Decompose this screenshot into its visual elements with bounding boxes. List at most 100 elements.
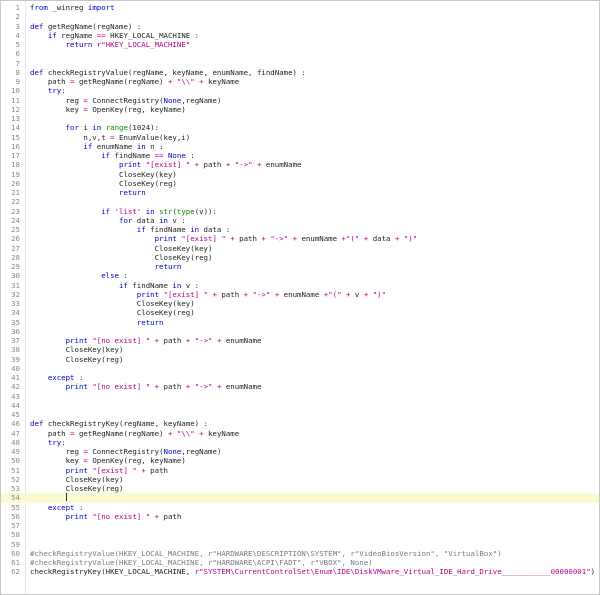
code-token: return [65,40,93,49]
code-line[interactable]: 12 key = OpenKey(reg, keyName) [1,105,599,114]
code-text: print "[exist] " + path [30,466,168,475]
line-number: 48 [11,437,20,447]
code-text: except : [30,373,84,382]
line-number: 57 [11,521,20,530]
code-line[interactable]: 20 CloseKey(reg) [1,179,599,188]
line-number: 29 [11,262,20,271]
code-line[interactable]: 36 [1,327,599,336]
code-line[interactable]: 33 CloseKey(key) [1,299,599,308]
code-token: + [341,234,346,244]
code-token: try [47,86,62,96]
code-line[interactable]: 45 [1,410,599,419]
code-line[interactable]: 39 CloseKey(reg) [1,355,599,364]
code-token: + [225,160,231,170]
code-line[interactable]: 57 [1,521,599,530]
code-text: try: [30,438,66,447]
code-line[interactable]: 24 for data in v : [1,216,599,225]
code-line[interactable]: 54 [1,493,599,503]
code-token: range [105,123,128,133]
code-line[interactable]: 6 [1,49,599,58]
code-token: ( [172,206,177,216]
line-number: 37 [11,336,20,345]
code-line[interactable]: 27 CloseKey(key) [1,244,599,253]
code-line[interactable]: 16 if enumName in n : [1,142,599,151]
code-token: + [230,234,235,244]
code-line[interactable]: 43 [1,392,599,401]
code-line[interactable]: 41 except : [1,373,599,382]
code-line[interactable]: 35 return [1,318,599,327]
code-line[interactable]: 7 [1,59,599,68]
code-token: if [101,151,111,160]
code-token: + [141,465,146,475]
code-line[interactable]: 23 if 'list' in str(type(v)): [1,207,599,216]
code-line[interactable]: 30 else : [1,271,599,280]
code-line[interactable]: 60#checkRegistryValue(HKEY_LOCAL_MACHINE… [1,549,599,558]
code-line[interactable]: 25 if findName in data : [1,225,599,234]
code-line[interactable]: 49 reg = ConnectRegistry(None,regName) [1,447,599,456]
code-line[interactable]: 34 CloseKey(reg) [1,308,599,317]
code-token: checkRegistryKey(regName, keyName) : [47,419,208,429]
code-line[interactable]: 9 path = getRegName(regName) + "\\" + ke… [1,77,599,86]
code-token: "[no exist] " [92,336,151,345]
code-line[interactable]: 31 if findName in v : [1,281,599,290]
line-number: 41 [11,373,20,382]
code-line[interactable]: 37 print "[no exist] " + path + "->" + e… [1,336,599,345]
code-line[interactable]: 21 return [1,188,599,197]
code-line[interactable]: 61#checkRegistryValue(HKEY_LOCAL_MACHINE… [1,558,599,567]
code-line[interactable]: 17 if findName == None : [1,151,599,160]
code-line[interactable]: 26 print "[exist] " + path + "->" + enum… [1,234,599,243]
code-line[interactable]: 58 [1,530,599,539]
code-line[interactable]: 44 [1,401,599,410]
code-token: + [199,77,204,86]
code-line[interactable]: 13 [1,114,599,123]
code-line[interactable]: 28 CloseKey(reg) [1,253,599,262]
code-line[interactable]: 29 return [1,262,599,271]
code-token: path [159,336,186,345]
code-line[interactable]: 5 return r"HKEY_LOCAL_MACHINE" [1,40,599,49]
code-line[interactable]: 47 path = getRegName(regName) + "\\" + k… [1,429,599,438]
code-token: print [65,336,88,345]
code-line[interactable]: 50 key = OpenKey(reg, keyName) [1,456,599,465]
code-line[interactable]: 18 print "[exist] " + path + "->" + enum… [1,160,599,169]
code-text: if 'list' in str(type(v)): [30,207,217,216]
code-line[interactable]: 38 CloseKey(key) [1,345,599,354]
code-line[interactable]: 2 [1,12,599,21]
code-line[interactable]: 48 try: [1,438,599,447]
line-number: 21 [11,188,20,197]
code-line[interactable]: 40 [1,364,599,373]
code-line[interactable]: 4 if regName == HKEY_LOCAL_MACHINE : [1,31,599,40]
code-token: CloseKey(key) [119,169,177,179]
code-line[interactable]: 56 print "[no exist] " + path [1,512,599,521]
code-token: return [119,188,146,197]
code-token: key [65,104,84,114]
code-line[interactable]: 55 except : [1,503,599,512]
code-line[interactable]: 32 print "[exist] " + path + "->" + enum… [1,290,599,299]
code-token: v [350,289,364,299]
code-line[interactable]: 11 reg = ConnectRegistry(None,regName) [1,96,599,105]
code-line[interactable]: 15 n,v,t = EnumValue(key,i) [1,133,599,142]
line-number: 60 [11,548,20,558]
code-token: data : [199,225,231,234]
code-token: if [101,206,111,216]
code-line[interactable]: 53 CloseKey(reg) [1,484,599,493]
code-line[interactable]: 19 CloseKey(key) [1,170,599,179]
code-line[interactable]: 10 try: [1,86,599,95]
code-text: print "[exist] " + path + "->" + enumNam… [30,234,418,244]
code-token: + [199,428,204,438]
code-line[interactable]: 59 [1,540,599,549]
code-line[interactable]: 14 for i in range(1024): [1,123,599,132]
code-line[interactable]: 51 print "[exist] " + path [1,466,599,475]
code-token: str [159,206,173,216]
code-line[interactable]: 42 print "[no exist] " + path + "->" + e… [1,382,599,391]
code-token: + [394,234,400,244]
code-text: return r"HKEY_LOCAL_MACHINE" [30,40,191,49]
code-line[interactable]: 22 [1,197,599,206]
code-token: CloseKey(reg) [154,252,213,262]
code-line[interactable]: 52 CloseKey(key) [1,475,599,484]
